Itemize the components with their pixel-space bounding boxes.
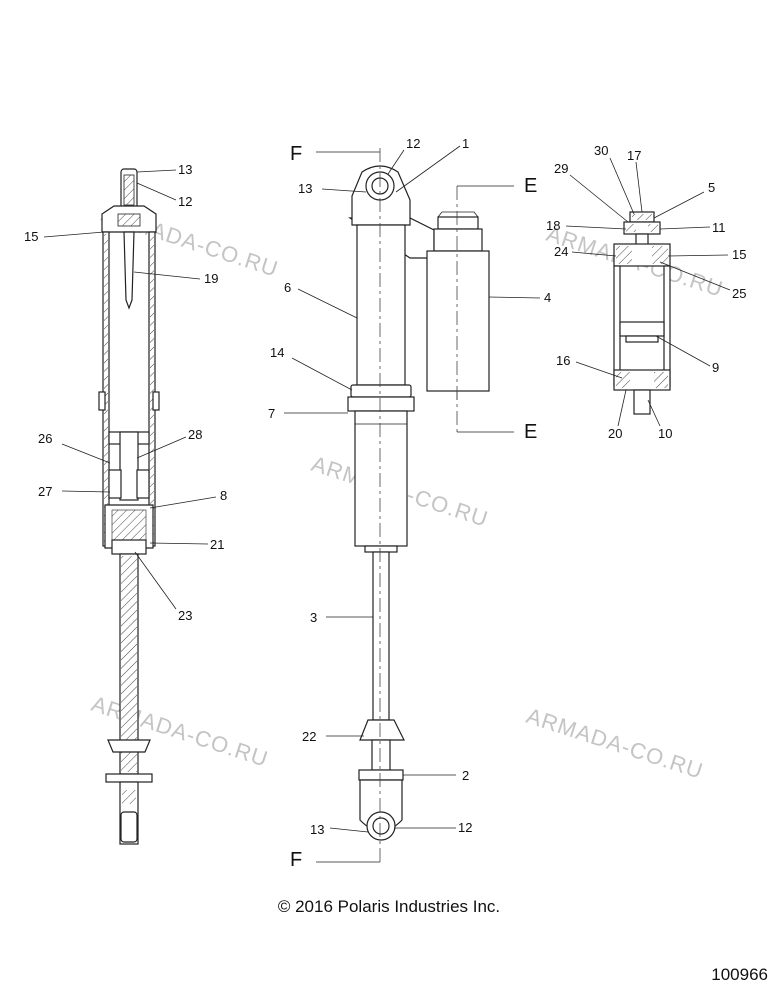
callout-left-19: 19 xyxy=(204,271,218,286)
callout-right-11: 11 xyxy=(712,220,726,235)
callout-left-13: 13 xyxy=(178,162,192,177)
callout-mid-1: 1 xyxy=(462,136,469,151)
callout-right-29: 29 xyxy=(554,161,568,176)
callout-mid-3: 3 xyxy=(310,610,317,625)
callout-right-25: 25 xyxy=(732,286,746,301)
watermark-5: ARMADA-CO.RU xyxy=(523,703,706,784)
callout-left-26: 26 xyxy=(38,431,52,446)
callout-right-24: 24 xyxy=(554,244,568,259)
section-mark-e-bottom: E xyxy=(524,421,537,443)
callout-left-23: 23 xyxy=(178,608,192,623)
callout-right-9: 9 xyxy=(712,360,719,375)
middle-callout-lines xyxy=(284,145,541,833)
callout-right-17: 17 xyxy=(627,148,641,163)
callout-mid-12-top: 12 xyxy=(406,136,420,151)
callout-mid-12-bot: 12 xyxy=(458,820,472,835)
callout-mid-2: 2 xyxy=(462,768,469,783)
callout-left-12: 12 xyxy=(178,194,192,209)
callout-right-15: 15 xyxy=(732,247,746,262)
callout-mid-7: 7 xyxy=(268,406,275,421)
callout-mid-4: 4 xyxy=(544,290,551,305)
section-mark-f-bottom: F xyxy=(290,849,302,871)
callout-left-21: 21 xyxy=(210,537,224,552)
callout-left-15: 15 xyxy=(24,229,38,244)
section-mark-f-top: F xyxy=(290,143,302,165)
watermark-4: ARMADA-CO.RU xyxy=(88,691,271,772)
section-mark-e-top: E xyxy=(524,175,537,197)
callout-mid-13-top: 13 xyxy=(298,181,312,196)
callout-right-20: 20 xyxy=(608,426,622,441)
callout-mid-6: 6 xyxy=(284,280,291,295)
callout-left-28: 28 xyxy=(188,427,202,442)
callout-right-18: 18 xyxy=(546,218,560,233)
left-callout-lines xyxy=(43,169,217,610)
right-callout-lines xyxy=(565,157,731,427)
callout-left-27: 27 xyxy=(38,484,52,499)
callout-mid-13-bot: 13 xyxy=(310,822,324,837)
callout-mid-22: 22 xyxy=(302,729,316,744)
section-view-e xyxy=(613,211,671,415)
callout-mid-14: 14 xyxy=(270,345,284,360)
diagram-number: 100966 xyxy=(711,965,768,984)
callout-right-16: 16 xyxy=(556,353,570,368)
shock-assembly xyxy=(316,148,514,866)
callout-right-5: 5 xyxy=(708,180,715,195)
section-view-f xyxy=(98,168,160,845)
copyright-text: © 2016 Polaris Industries Inc. xyxy=(278,897,500,916)
callout-right-30: 30 xyxy=(594,143,608,158)
callout-right-10: 10 xyxy=(658,426,672,441)
callout-left-8: 8 xyxy=(220,488,227,503)
